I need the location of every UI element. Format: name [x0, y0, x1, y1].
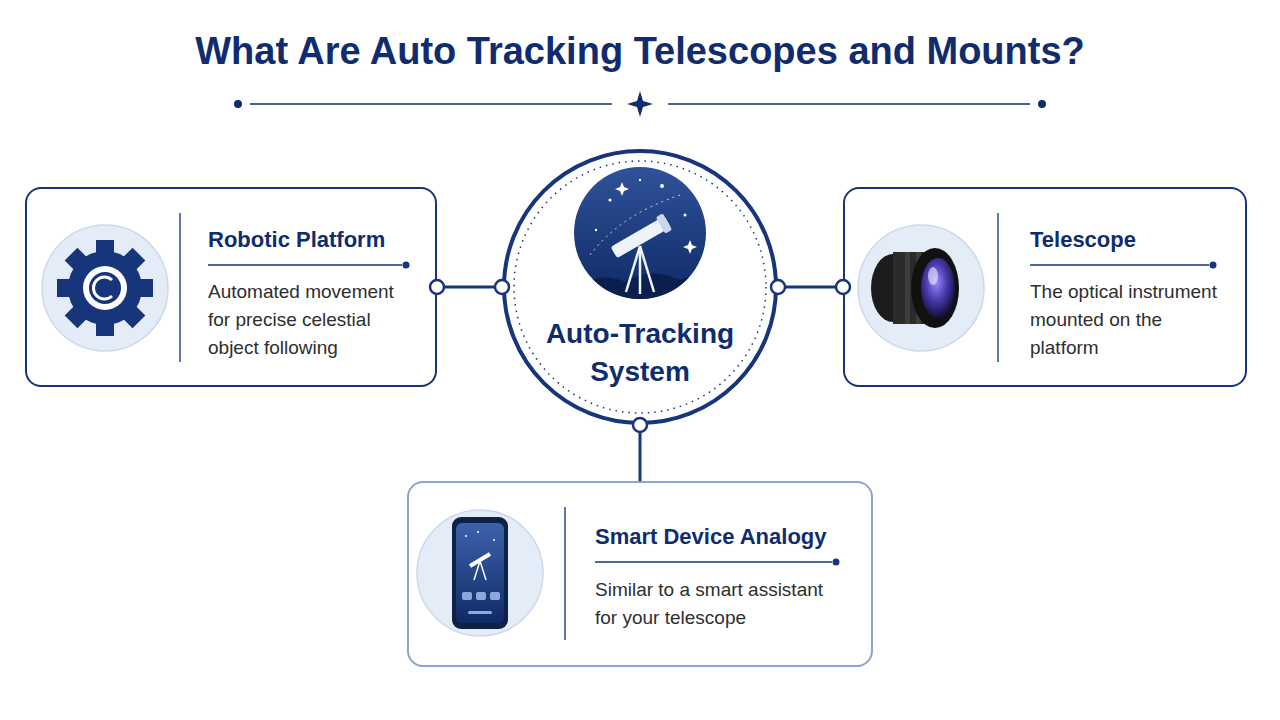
title-ornament — [234, 91, 1046, 117]
ornament-dot — [234, 100, 242, 108]
card-heading: Telescope — [1030, 227, 1230, 253]
ornament-line — [668, 103, 1030, 105]
central-circle: Auto-Tracking System — [502, 149, 778, 425]
card-heading: Smart Device Analogy — [595, 524, 855, 550]
connector-line — [778, 286, 843, 289]
concept-card: TelescopeThe optical instrument mounted … — [843, 187, 1247, 387]
concept-card: Smart Device AnalogySimilar to a smart a… — [407, 481, 873, 667]
diagram-title: What Are Auto Tracking Telescopes and Mo… — [0, 26, 1280, 76]
card-description: Similar to a smart assistant for your te… — [595, 576, 845, 632]
connector-line — [639, 425, 642, 481]
card-description: The optical instrument mounted on the pl… — [1030, 278, 1230, 362]
connector-line — [437, 286, 502, 289]
ornament-star — [627, 91, 653, 117]
concept-card: Robotic PlatformAutomated movement for p… — [25, 187, 437, 387]
center-label: Auto-Tracking System — [535, 315, 745, 391]
card-description: Automated movement for precise celestial… — [208, 278, 408, 362]
card-heading: Robotic Platform — [208, 227, 438, 253]
ornament-line — [250, 103, 612, 105]
ornament-dot — [1038, 100, 1046, 108]
